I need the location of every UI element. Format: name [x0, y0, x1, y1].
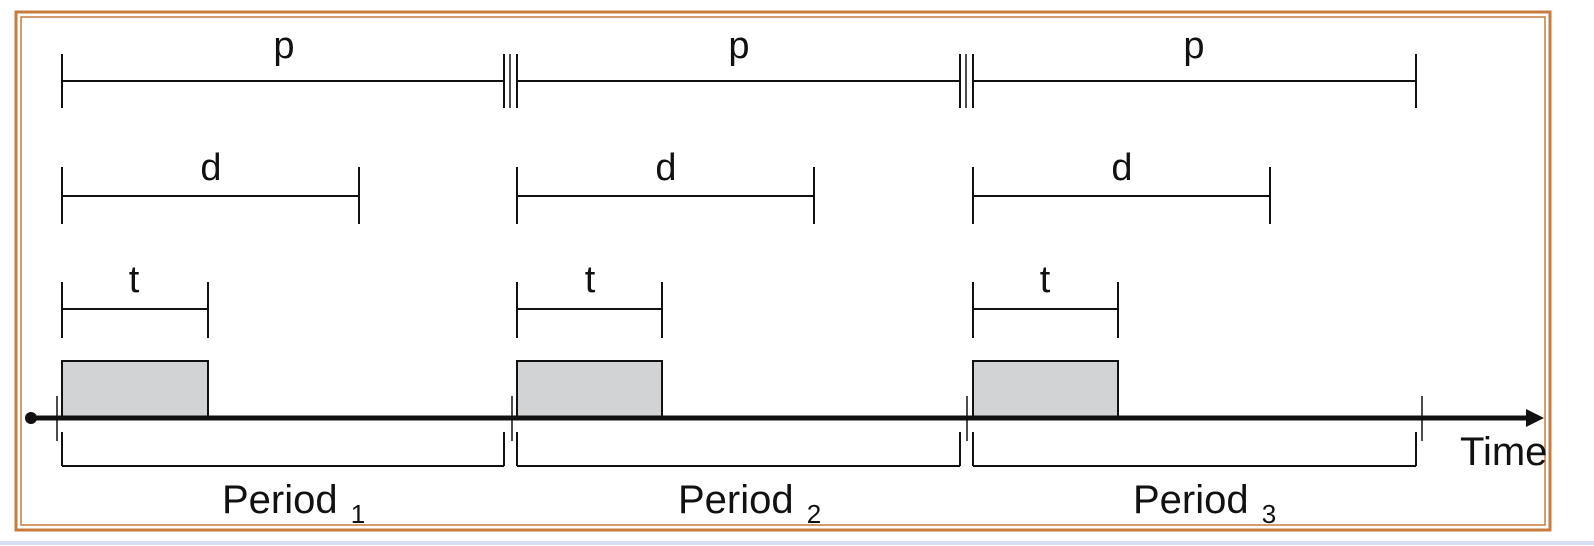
- period-2-d-label: d: [655, 147, 676, 189]
- period-3-t-span: t: [972, 259, 1119, 338]
- period-3-label-main: Period: [1133, 478, 1249, 522]
- period-3: p d t Period 3: [972, 25, 1417, 529]
- period-2-bracket: [516, 432, 961, 467]
- period-1-t-span: t: [61, 259, 209, 338]
- period-1-p-span: p: [61, 25, 505, 108]
- period-1: p d t Period 1: [61, 25, 505, 529]
- period-3-execution-block: [972, 360, 1119, 419]
- period-1-t-label: t: [129, 259, 140, 301]
- period-2-label-main: Period: [678, 478, 794, 522]
- period-2-t-span: t: [516, 259, 663, 338]
- period-3-p-span: p: [972, 25, 1417, 108]
- time-axis: Time: [25, 396, 1547, 474]
- period-3-label-subscript: 3: [1262, 499, 1276, 529]
- period-1-d-label: d: [200, 147, 221, 189]
- period-1-label-subscript: 1: [351, 499, 365, 529]
- period-3-label: Period 3: [1133, 478, 1276, 529]
- period-2-p-label: p: [728, 25, 749, 67]
- outer-frame: [14, 10, 1552, 532]
- period-2-execution-block: [516, 360, 663, 419]
- period-2-label: Period 2: [678, 478, 821, 529]
- time-axis-label: Time: [1460, 430, 1547, 474]
- period-3-bracket: [972, 432, 1417, 467]
- time-axis-arrowhead: [1526, 409, 1544, 427]
- period-1-label-main: Period: [222, 478, 338, 522]
- period-1-bracket: [61, 432, 505, 467]
- period-1-label: Period 1: [222, 478, 365, 529]
- period-2-d-span: d: [516, 147, 815, 224]
- period-1-execution-block: [61, 360, 209, 419]
- period-3-t-label: t: [1040, 259, 1051, 301]
- period-3-d-label: d: [1111, 147, 1132, 189]
- period-3-p-label: p: [1183, 25, 1204, 67]
- period-2-t-label: t: [585, 259, 596, 301]
- period-1-p-label: p: [273, 25, 294, 67]
- period-2-label-subscript: 2: [807, 499, 821, 529]
- period-3-d-span: d: [972, 147, 1271, 224]
- period-1-d-span: d: [61, 147, 360, 224]
- inner-frame: [20, 16, 1546, 526]
- period-2: p d t Period 2: [516, 25, 961, 529]
